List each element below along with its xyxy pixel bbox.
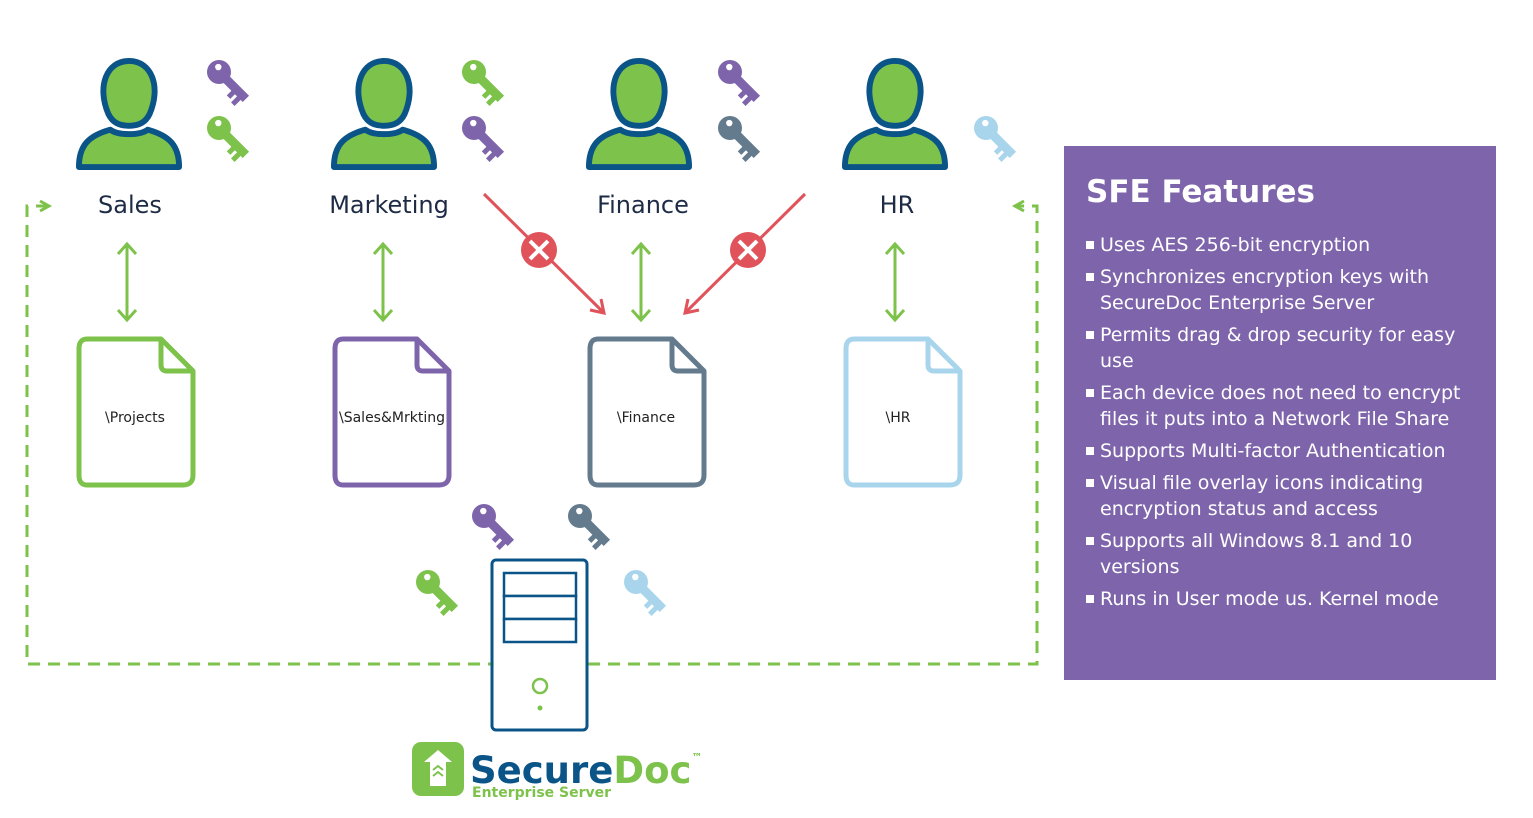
feature-item: Supports all Windows 8.1 and 10 versions <box>1086 528 1476 580</box>
allow-arrow <box>630 241 652 323</box>
feature-item: Permits drag & drop security for easy us… <box>1086 322 1476 374</box>
features-list: Uses AES 256-bit encryption Synchronizes… <box>1086 232 1476 612</box>
features-panel: SFE Features Uses AES 256-bit encryption… <box>1064 146 1496 680</box>
feature-item: Runs in User mode us. Kernel mode <box>1086 586 1476 612</box>
key-icon <box>410 565 464 619</box>
allow-arrow <box>884 241 906 323</box>
key-icon <box>456 111 510 165</box>
brand-subtitle: Enterprise Server <box>472 785 611 801</box>
server-icon <box>490 558 589 732</box>
person-icon <box>79 61 179 167</box>
person-icon <box>334 61 434 167</box>
feature-item: Each device does not need to encrypt fil… <box>1086 380 1476 432</box>
securedoc-logo: SecureDoc™ Enterprise Server <box>412 742 702 801</box>
key-icon <box>968 111 1022 165</box>
key-icon <box>466 499 520 553</box>
access-arrows <box>116 241 906 323</box>
key-icon <box>712 55 766 109</box>
brand-name-doc: Doc <box>613 749 691 792</box>
dept-label-hr: HR <box>880 191 915 219</box>
key-icon <box>712 111 766 165</box>
dept-label-marketing: Marketing <box>329 191 449 219</box>
key-icon <box>456 55 510 109</box>
deny-arrow <box>482 192 606 315</box>
deny-icon <box>521 232 557 268</box>
dept-label-sales: Sales <box>98 191 162 219</box>
brand-name: SecureDoc™ <box>470 749 702 792</box>
folder-label-hr: \HR <box>886 410 911 426</box>
dept-label-finance: Finance <box>597 191 689 219</box>
feature-item: Visual file overlay icons indicating enc… <box>1086 470 1476 522</box>
deny-arrow <box>683 192 807 315</box>
key-icon <box>618 565 672 619</box>
folder-label-finance: \Finance <box>617 410 675 426</box>
brand-trademark: ™ <box>691 751 702 764</box>
brand-name-secure: Secure <box>470 749 613 792</box>
allow-arrow <box>372 241 394 323</box>
key-icon <box>201 55 255 109</box>
person-icon <box>845 61 945 167</box>
features-title: SFE Features <box>1086 174 1315 210</box>
allow-arrow <box>116 241 138 323</box>
key-icon <box>562 499 616 553</box>
feature-item: Supports Multi-factor Authentication <box>1086 438 1476 464</box>
folder-label-sales-marketing: \Sales&Mrkting <box>339 410 445 426</box>
feature-item: Uses AES 256-bit encryption <box>1086 232 1476 258</box>
key-icon <box>201 111 255 165</box>
person-icon <box>589 61 689 167</box>
deny-icon <box>730 232 766 268</box>
folder-label-projects: \Projects <box>105 410 165 426</box>
feature-item: Synchronizes encryption keys with Secure… <box>1086 264 1476 316</box>
